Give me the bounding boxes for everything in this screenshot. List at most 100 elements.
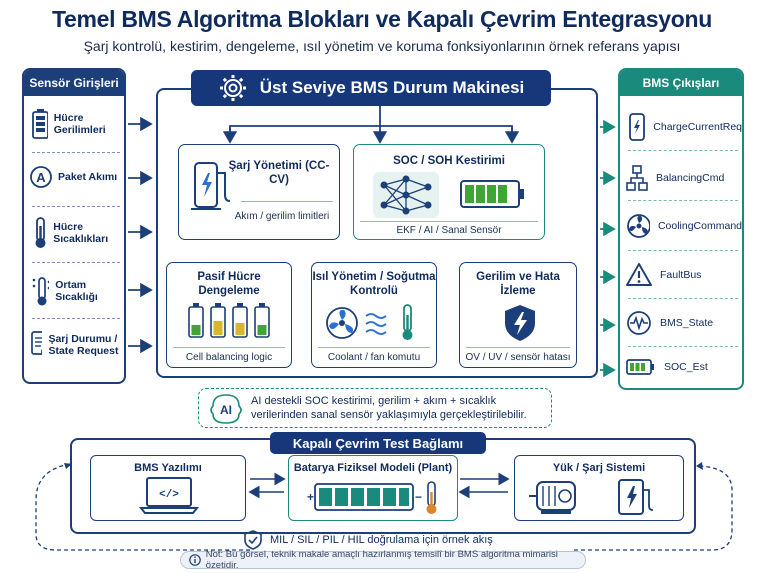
ambient-thermometer-icon (32, 277, 50, 306)
neural-network-icon (373, 172, 439, 218)
charge-management-title: Şarj Yönetimi (CC-CV) (228, 160, 330, 186)
load-charge-system-title: Yük / Şarj Sistemi (552, 462, 646, 474)
page-title: Temel BMS Algoritma Blokları ve Kapalı Ç… (51, 6, 712, 32)
ammeter-icon: A (30, 166, 52, 188)
output-soc-est-label: SOC_Est (664, 361, 708, 373)
battery-plant-title: Batarya Fiziksel Modeli (Plant) (293, 462, 453, 474)
output-bms-state: BMS_State (626, 310, 742, 336)
divider (32, 152, 120, 153)
passive-balancing-footer: Cell balancing logic (185, 352, 273, 363)
ai-note-text: AI destekli SOC kestirimi, gerilim + akı… (251, 395, 527, 421)
charge-management-block: Şarj Yönetimi (CC-CV) Akım / gerilim lim… (178, 144, 340, 240)
code-symbol: </> (159, 489, 179, 501)
divider (318, 347, 430, 348)
thermal-management-block: Isıl Yönetim / Soğutma Kontrolü Coolant … (311, 262, 437, 368)
output-cooling-command-label: CoolingCommand (657, 220, 742, 232)
input-cell-temperatures: Hücre Sıcaklıkları (30, 216, 122, 250)
info-icon (189, 554, 201, 566)
warning-icon (626, 263, 652, 286)
svg-text:−: − (415, 490, 422, 504)
ai-note-box: AI AI destekli SOC kestirimi, gerilim + … (198, 388, 552, 428)
bms-outputs-header: BMS Çıkışları (620, 70, 742, 96)
input-ambient-temperature-label: Ortam Sıcaklığı (55, 279, 98, 303)
output-charge-current-req-label: ChargeCurrentReq (653, 121, 742, 133)
divider (241, 201, 333, 202)
state-machine-banner: Üst Seviye BMS Durum Makinesi (191, 70, 551, 106)
phone-charge-icon (629, 113, 645, 141)
output-cooling-command: CoolingCommand (626, 212, 742, 240)
battery-plant-box: Batarya Fiziksel Modeli (Plant) + − (288, 455, 458, 521)
bms-outputs-panel: BMS Çıkışları ChargeCurrentReq Balancing… (618, 68, 744, 390)
divider (173, 347, 285, 348)
output-bms-state-label: BMS_State (660, 317, 714, 329)
divider (628, 200, 738, 201)
bms-software-box: BMS Yazılımı </> (90, 455, 246, 521)
divider (628, 298, 738, 299)
sensor-inputs-header: Sensör Girişleri (24, 70, 124, 96)
divider (628, 250, 738, 251)
input-state-request-label: Şarj Durumu / State Request (48, 333, 119, 357)
battery-level-icon (460, 180, 524, 208)
validation-note: MIL / SIL / PIL / HIL doğrulama için örn… (244, 530, 574, 550)
footnote-text: Not: Bu görsel, teknik makale amaçlı haz… (205, 549, 558, 571)
input-cell-voltages-label: Hücre Gerilimleri (53, 112, 106, 136)
validation-text: MIL / SIL / PIL / HIL doğrulama için örn… (270, 534, 493, 546)
fan-icon (326, 307, 358, 339)
bms-software-title: BMS Yazılımı (134, 462, 202, 474)
shield-icon (505, 305, 535, 341)
charger-icon (191, 162, 231, 210)
divider (628, 346, 738, 347)
checklist-icon (31, 331, 43, 356)
soc-soh-title: SOC / SOH Kestirimi (393, 155, 505, 167)
thermometer-icon (35, 217, 46, 248)
thermal-management-title: Isıl Yönetim / Soğutma Kontrolü (312, 271, 436, 297)
input-pack-current: A Paket Akımı (30, 164, 122, 190)
sensor-inputs-panel: Sensör Girişleri Hücre Gerilimleri A Pak… (22, 68, 126, 384)
divider (32, 318, 120, 319)
motor-icon (529, 481, 576, 514)
cell-bars-icon (188, 303, 270, 338)
battery-level-icon (626, 359, 654, 375)
divider (466, 347, 570, 348)
network-icon (626, 165, 648, 191)
state-machine-title: Üst Seviye BMS Durum Makinesi (259, 78, 525, 97)
thermal-management-footer: Coolant / fan komutu (327, 352, 421, 363)
divider (32, 206, 120, 207)
waveform-icon (627, 311, 651, 335)
closed-loop-title: Kapalı Çevrim Test Bağlamı (270, 432, 486, 454)
fault-monitoring-footer: OV / UV / sensör hatası (465, 352, 571, 363)
input-pack-current-label: Paket Akımı (58, 171, 118, 183)
input-ambient-temperature: Ortam Sıcaklığı (30, 274, 122, 308)
charging-station-icon (618, 479, 654, 515)
input-cell-temperatures-label: Hücre Sıcaklıkları (53, 221, 109, 245)
divider (360, 221, 538, 222)
motor-and-charger-icons (529, 479, 654, 515)
fault-monitoring-title: Gerilim ve Hata İzleme (476, 271, 560, 297)
battery-icon (32, 109, 48, 139)
divider (32, 262, 120, 263)
charge-management-footer: Akım / gerilim limitleri (234, 211, 330, 222)
passive-balancing-title: Pasif Hücre Dengeleme (197, 271, 261, 297)
input-state-request: Şarj Durumu / State Request (30, 330, 122, 360)
soc-soh-footer: EKF / AI / Sanal Sensör (396, 225, 502, 236)
shield-check-icon (244, 530, 262, 550)
ai-badge-text: AI (220, 403, 232, 417)
input-cell-voltages: Hücre Gerilimleri (30, 108, 122, 140)
svg-text:+: + (307, 490, 314, 504)
fan-icon (627, 214, 650, 238)
fault-monitoring-block: Gerilim ve Hata İzleme OV / UV / sensör … (459, 262, 577, 368)
output-charge-current-req: ChargeCurrentReq (626, 112, 742, 142)
svg-text:A: A (36, 170, 46, 185)
laptop-code-icon: </> (139, 477, 199, 514)
cooling-icons (326, 304, 413, 340)
output-balancing-cmd: BalancingCmd (626, 164, 742, 192)
divider (628, 150, 738, 151)
passive-balancing-block: Pasif Hücre Dengeleme Cell balancing log… (166, 262, 292, 368)
battery-pack-icon: + − (307, 481, 437, 514)
footnote: Not: Bu görsel, teknik makale amaçlı haz… (180, 549, 586, 571)
output-soc-est: SOC_Est (626, 358, 742, 376)
output-fault-bus: FaultBus (626, 262, 742, 288)
output-balancing-cmd-label: BalancingCmd (656, 172, 725, 184)
ai-brain-icon: AI (210, 394, 242, 424)
